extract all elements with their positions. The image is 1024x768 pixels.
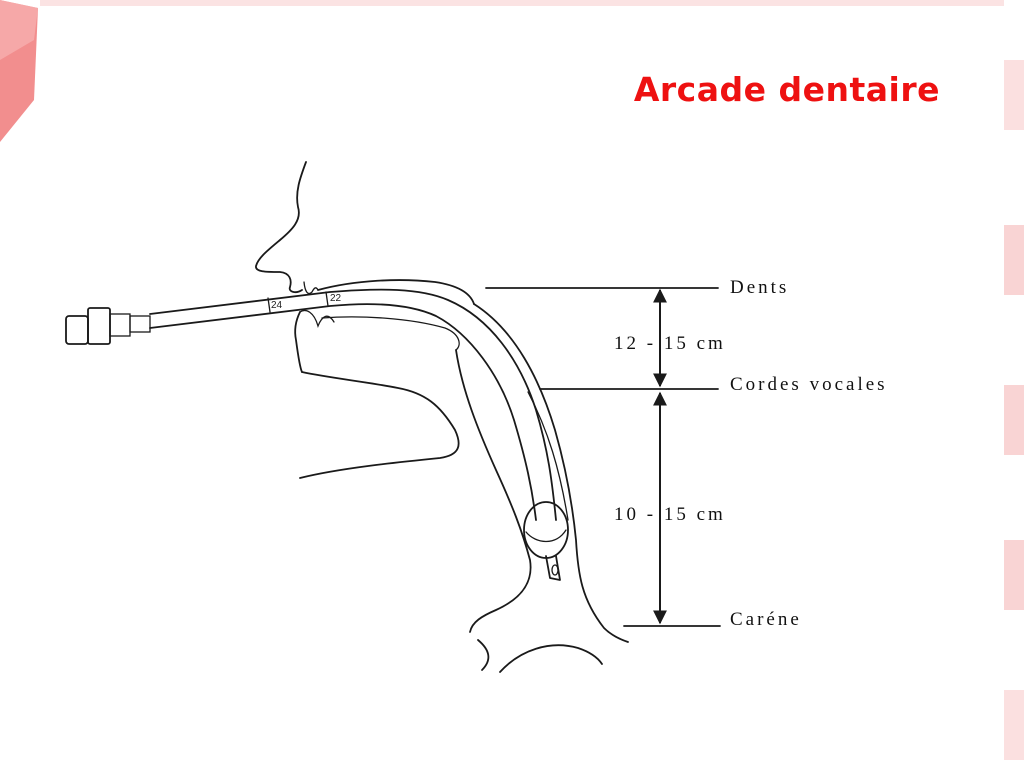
tube-outer-edge [149, 288, 557, 521]
palate [317, 279, 475, 305]
carina-label: Caréne [730, 609, 802, 630]
tube-connector-cap [65, 315, 89, 345]
tube-cuff-inner [525, 529, 567, 543]
tube-mark-line-22 [325, 291, 329, 307]
left-bronchus [477, 639, 490, 671]
tube-mark-22: 22 [330, 293, 342, 304]
right-decoration-3 [1004, 385, 1024, 455]
lower-teeth [299, 309, 335, 329]
right-decoration-4 [1004, 540, 1024, 610]
tube-mark-line-24 [267, 297, 271, 313]
pharynx-posterior-wall [473, 303, 629, 643]
corner-decoration [0, 0, 38, 142]
carina-curve [499, 644, 603, 673]
tube-inner-edge [149, 303, 537, 521]
face-profile-lower [294, 311, 303, 373]
vocal-cords-label: Cordes vocales [730, 374, 888, 395]
tongue [321, 316, 460, 351]
tube-connector-body [87, 307, 111, 345]
tube-connector-ring [109, 313, 131, 337]
teeth-to-cords-distance: 12 - 15 cm [614, 333, 726, 354]
jaw-line [299, 371, 460, 479]
right-decoration-2 [1004, 225, 1024, 295]
tube-mark-24: 24 [271, 300, 283, 311]
upper-teeth [303, 281, 319, 295]
pharynx-anterior-wall [455, 349, 532, 633]
murphy-eye [551, 564, 559, 576]
cords-to-carina-distance: 10 - 15 cm [614, 504, 726, 525]
right-decoration-5 [1004, 690, 1024, 760]
slide-title: Arcade dentaire [633, 70, 940, 109]
tube-connector-neck [129, 315, 151, 333]
right-decoration-1 [1004, 60, 1024, 130]
teeth-label: Dents [730, 277, 789, 298]
top-border-decoration [40, 0, 1004, 6]
tube-cuff [523, 501, 569, 559]
face-profile-upper [255, 161, 307, 294]
